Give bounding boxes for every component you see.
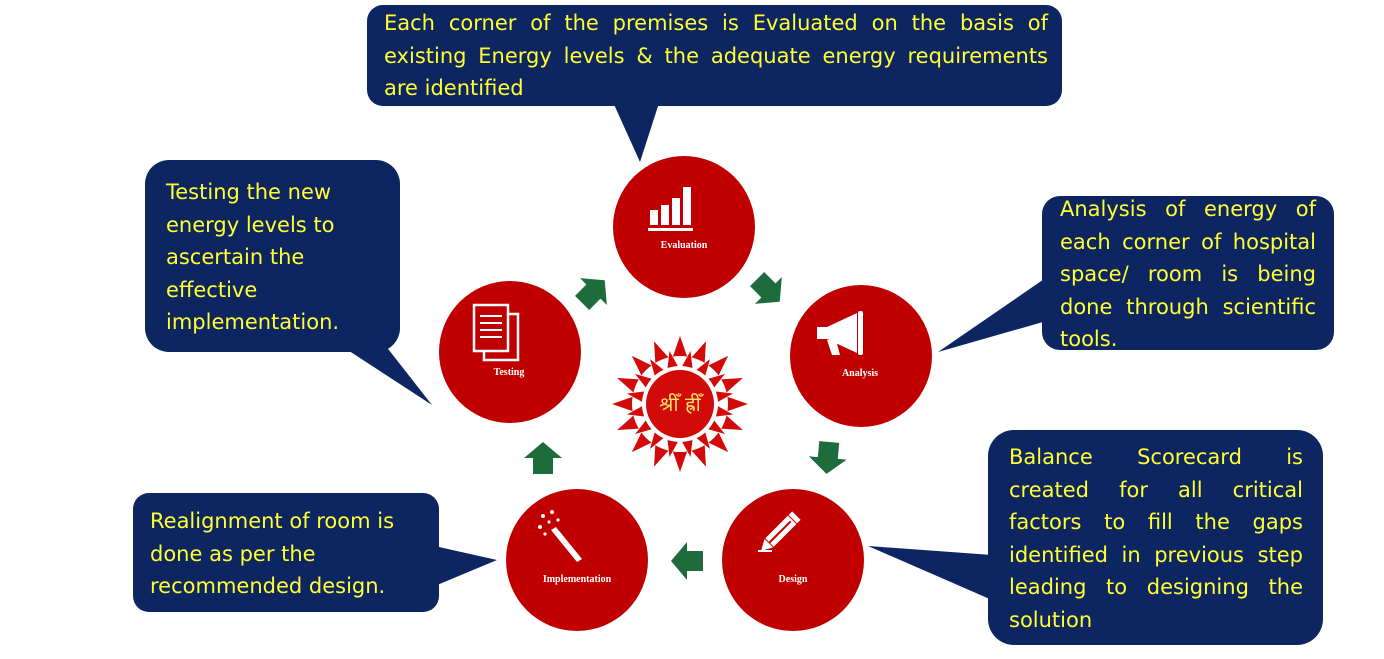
node-analysis-circle	[790, 285, 932, 427]
node-label-implementation: Implementation	[542, 574, 612, 585]
arrow-design-to-implementation	[671, 542, 703, 580]
callout-design-text: Balance Scorecard is created for all cri…	[1009, 445, 1303, 632]
arrow-testing-to-evaluation	[575, 278, 607, 310]
arrow-analysis-to-design	[808, 441, 847, 474]
mandala-logo	[612, 336, 748, 472]
documents-icon	[472, 303, 520, 362]
arrow-implementation-to-testing	[524, 442, 562, 474]
callout-analysis-text: Analysis of energy of each corner of hos…	[1060, 197, 1316, 351]
bar-chart-icon	[648, 187, 693, 231]
arrow-evaluation-to-analysis	[750, 272, 782, 304]
callout-design-bubble	[868, 430, 1323, 645]
node-design-circle	[722, 489, 864, 631]
node-label-analysis: Analysis	[841, 368, 879, 379]
node-label-evaluation: Evaluation	[660, 240, 708, 251]
megaphone-icon	[817, 311, 863, 355]
node-label-testing: Testing	[493, 367, 525, 378]
node-label-design: Design	[778, 574, 808, 585]
pencil-icon	[758, 511, 801, 552]
callout-evaluation-bubble	[367, 5, 1062, 162]
callout-evaluation-text: Each corner of the premises is Evaluated…	[384, 11, 1048, 100]
logo-text: श्रीँ ह्रीँ	[659, 392, 701, 416]
node-evaluation-circle	[613, 156, 755, 298]
callout-testing-bubble	[145, 160, 432, 405]
magic-wand-icon	[538, 510, 582, 562]
callout-testing-text: Testing the new energy levels to ascerta…	[166, 180, 340, 334]
callout-implementation-bubble	[133, 493, 497, 612]
callout-implementation-text: Realignment of room is done as per the r…	[150, 509, 395, 598]
callout-analysis-bubble	[938, 196, 1334, 352]
